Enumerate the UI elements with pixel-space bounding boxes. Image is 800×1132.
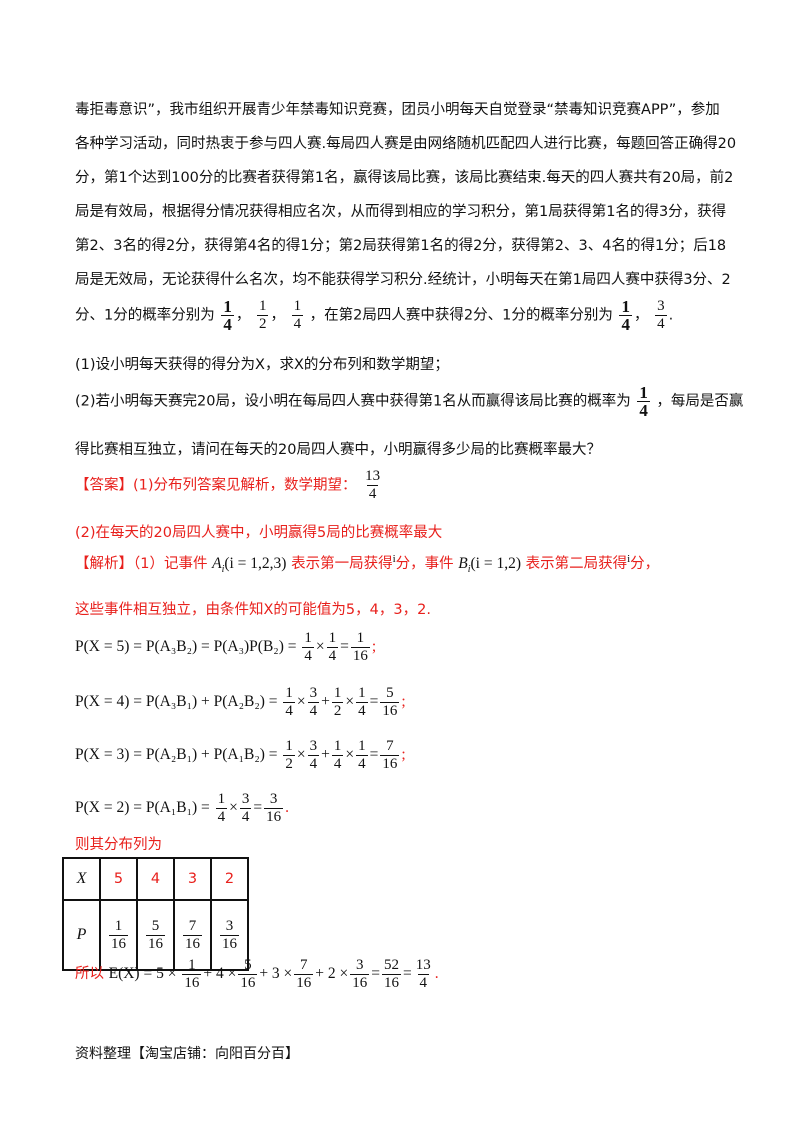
question-1: (1)设小明每天获得的得分为X，求X的分布列和数学期望；: [75, 357, 449, 373]
answer-tag: 【答案】: [75, 477, 133, 494]
analysis-text: （1）记事件: [133, 556, 208, 572]
i-label: i: [627, 553, 631, 565]
q2-text: (2)若小明每天赛完20局，设小明在每局四人赛中获得第1名从而赢得该局比赛的概率…: [75, 393, 631, 410]
eq-text: P(X = 2) = P(A₁B₁) =: [75, 799, 210, 817]
eq-text: P(X = 4) = P(A₃B₁) + P(A₂B₂) =: [75, 693, 278, 711]
problem-line-2: 各种学习活动，同时热衷于参与四人赛.每局四人赛是由网络随机匹配四人进行比赛，每题…: [75, 136, 737, 152]
analysis-text-3: 分，事件: [395, 556, 454, 572]
conclusion-prefix: 所以: [75, 966, 104, 983]
table-cell: 2: [210, 857, 249, 901]
event-b: Bi(i = 1,2): [458, 555, 521, 576]
problem-line-6: 局是无效局，无论获得什么名次，均不能获得学习积分.经统计，小明每天在第1局四人赛…: [75, 272, 731, 288]
problem-line-5: 第2、3名的得2分，获得第4名的得1分；第2局获得第1名的得2分，获得第2、3、…: [75, 238, 727, 254]
footer-note: 资料整理【淘宝店铺：向阳百分百】: [75, 1046, 299, 1062]
analysis-tag: 【解析】: [75, 556, 133, 572]
i-label: i: [392, 553, 396, 565]
table-intro: 则其分布列为: [75, 837, 162, 853]
table-head-x: X: [62, 857, 101, 901]
prob-text: 分、1分的概率分别为: [75, 307, 215, 324]
table-row: X 5 4 3 2: [62, 857, 249, 901]
problem-line-1: 毒拒毒意识”，我市组织开展青少年禁毒知识竞赛，团员小明每天自觉登录“禁毒知识竞赛…: [75, 102, 720, 118]
table-cell: 3: [173, 857, 212, 901]
problem-line-4: 局是有效局，根据得分情况获得相应名次，从而得到相应的学习积分，第1局获得第1名的…: [75, 204, 727, 220]
table-cell: 5: [99, 857, 138, 901]
table-cell: 4: [136, 857, 175, 901]
analysis-text-4: 表示第二局获得: [525, 556, 628, 572]
eq-text: P(X = 5) = P(A₃B₂) = P(A₃)P(B₂) =: [75, 638, 297, 656]
question-2-line-1: (2)若小明每天赛完20局，设小明在每局四人赛中获得第1名从而赢得该局比赛的概率…: [75, 384, 743, 419]
answer-line-2: (2)在每天的20局四人赛中，小明赢得5局的比赛概率最大: [75, 525, 443, 541]
eq-text: P(X = 3) = P(A₂B₁) + P(A₁B₂) =: [75, 746, 278, 764]
problem-line-3: 分，第1个达到100分的比赛者获得第1名，赢得该局比赛，该局比赛结束.每天的四人…: [75, 170, 734, 186]
table-head-p: P: [62, 899, 101, 971]
question-2-line-2: 得比赛相互独立，请问在每天的20局四人赛中，小明赢得多少局的比赛概率最大？: [75, 442, 601, 458]
analysis-text-5: 分，: [630, 556, 660, 572]
answer-part-1: (1)分布列答案见解析，数学期望：: [133, 477, 357, 494]
analysis-line-1: 【解析】（1）记事件 Ai(i = 1,2,3) 表示第一局获得i分，事件 Bi…: [75, 552, 659, 575]
prob-text-2: ，在第2局四人赛中获得2分、1分的概率分别为: [309, 307, 613, 324]
analysis-line-2: 这些事件相互独立，由条件知X的可能值为5，4，3，2.: [75, 602, 431, 618]
analysis-text-2: 表示第一局获得: [291, 556, 393, 572]
event-a: Ai(i = 1,2,3): [212, 555, 287, 576]
q2-text-2: ，每局是否赢: [656, 393, 744, 410]
